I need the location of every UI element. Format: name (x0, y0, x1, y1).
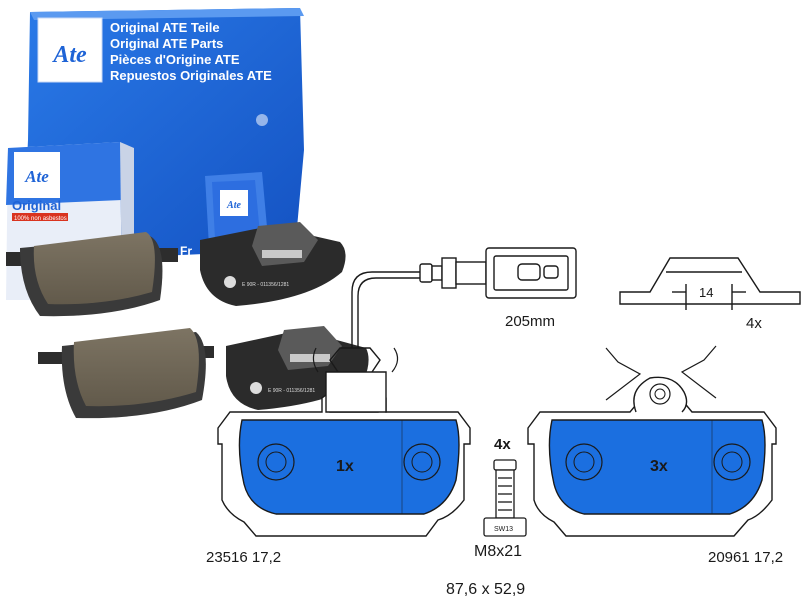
ate-logo-icon: Ate (37, 17, 103, 83)
brake-pad-photo-3 (38, 328, 214, 419)
brake-pad-photo-1 (6, 232, 178, 317)
left-pad-count: 1x (336, 458, 354, 475)
box-line-4: Repuestos Originales ATE (110, 68, 272, 83)
right-pad-count: 3x (650, 458, 668, 475)
pad-code-top: E 90R - 011356/1281 (242, 282, 289, 288)
clip-dimension: 14 (699, 285, 713, 300)
leaflet-ate-logo: Ate (226, 200, 241, 211)
small-box-tagline: 100% non asbestos (14, 216, 67, 222)
wear-sensor (351, 247, 577, 348)
box-line-2: Original ATE Parts (110, 36, 224, 51)
left-pad-code: 23516 17,2 (206, 549, 281, 566)
bolt-size-label: M8x21 (474, 543, 522, 560)
ate-logo-text: Ate (51, 42, 87, 68)
ate-box-text: Original ATE Teile Original ATE Parts Pi… (110, 20, 272, 84)
brake-pad-photo-2: E 90R - 011356/1281 (200, 222, 346, 306)
small-ate-logo: Ate (24, 167, 49, 186)
bolt-icon (483, 459, 527, 537)
clip-count-label: 4x (746, 315, 762, 332)
pad-dimensions-label: 87,6 x 52,9 (446, 581, 525, 598)
small-box-original: Original (12, 198, 61, 213)
pad-code-bottom: E 90R - 011356/1281 (268, 388, 315, 394)
box-line-1: Original ATE Teile (110, 20, 220, 35)
brake-pad-diagram-left (217, 347, 471, 537)
box-side-text: Fr (180, 244, 192, 258)
right-pad-code: 20961 17,2 (708, 549, 783, 566)
sensor-length-label: 205mm (505, 313, 555, 330)
bolt-count-label: 4x (494, 436, 511, 453)
brake-pad-diagram-right (527, 345, 777, 537)
box-line-3: Pièces d'Origine ATE (110, 52, 240, 67)
anti-rattle-clip (619, 257, 801, 310)
bolt-wrench-size: SW13 (494, 526, 513, 533)
